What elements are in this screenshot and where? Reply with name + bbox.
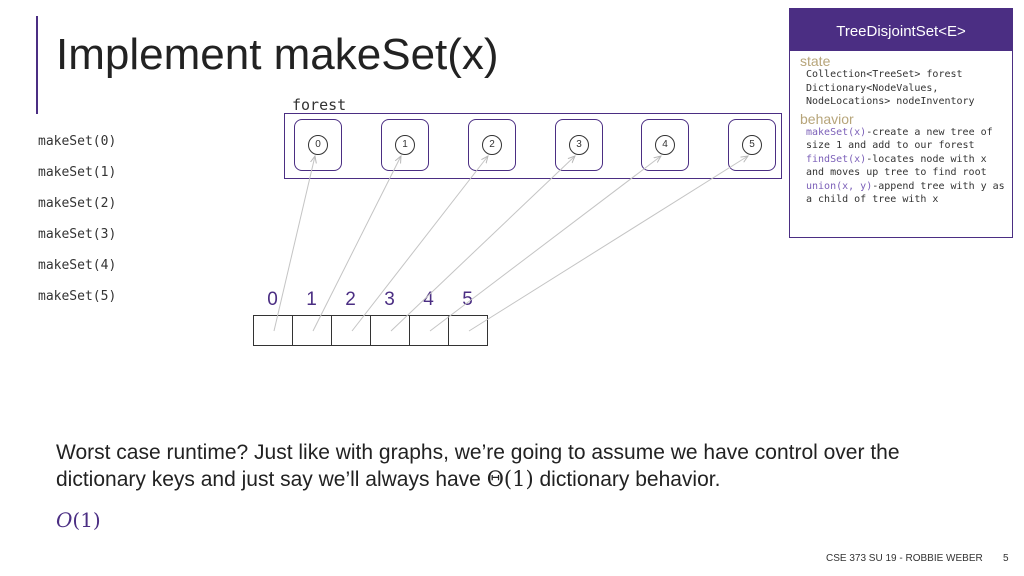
- makeset-call: makeSet(2): [38, 196, 117, 211]
- forest-container: [284, 113, 782, 179]
- page-number: 5: [1003, 553, 1009, 564]
- slide-footer: CSE 373 SU 19 - ROBBIE WEBER: [826, 553, 983, 564]
- pointer-arrow: [390, 156, 575, 332]
- adt-panel-header: TreeDisjointSet<E>: [790, 9, 1012, 51]
- makeset-call: makeSet(3): [38, 227, 117, 242]
- tree-box: 1: [381, 119, 429, 171]
- state-field: Collection<TreeSet> forest: [806, 69, 963, 80]
- behavior-item: findSet(x)-locates node with x and moves…: [806, 153, 1008, 180]
- title-accent-bar: [36, 16, 38, 114]
- array-index: 4: [423, 289, 434, 310]
- forest-label: forest: [292, 96, 347, 114]
- method-name: findSet(x): [806, 153, 867, 165]
- tree-box: 3: [555, 119, 603, 171]
- makeset-call: makeSet(1): [38, 165, 117, 180]
- state-heading: state: [800, 53, 831, 69]
- adt-panel: TreeDisjointSet<E> state Collection<Tree…: [789, 8, 1013, 238]
- method-name: makeSet(x): [806, 126, 867, 138]
- method-description: -append tree with y as a child of tree w…: [806, 180, 1005, 206]
- array-index: 0: [267, 289, 278, 310]
- tree-node: 4: [655, 135, 675, 155]
- makeset-call: makeSet(4): [38, 258, 117, 273]
- pointer-arrow: [429, 156, 661, 332]
- tree-node: 1: [395, 135, 415, 155]
- state-field: Dictionary<NodeValues,: [806, 82, 939, 94]
- tree-box: 4: [641, 119, 689, 171]
- pointer-arrow: [468, 156, 748, 332]
- behavior-item: union(x, y)-append tree with y as a chil…: [806, 180, 1008, 207]
- makeset-call: makeSet(5): [38, 289, 117, 304]
- question-line: Worst case runtime? Just like with graph…: [56, 441, 900, 464]
- big-o-argument: (1): [72, 508, 101, 532]
- tree-box: 0: [294, 119, 342, 171]
- slide-title: Implement makeSet(x): [56, 30, 499, 79]
- array-index: 5: [462, 289, 473, 310]
- question-text: dictionary behavior.: [533, 468, 721, 491]
- runtime-answer: O(1): [56, 508, 101, 532]
- state-field: NodeLocations> nodeInventory: [806, 96, 975, 107]
- array-cell: [448, 315, 488, 346]
- tree-box: 2: [468, 119, 516, 171]
- tree-box: 5: [728, 119, 776, 171]
- question-line: dictionary keys and just say we’ll alway…: [56, 466, 986, 493]
- behavior-heading: behavior: [800, 110, 854, 127]
- array-index: 1: [306, 289, 317, 310]
- method-description: -create a new tree of size 1 and add to …: [806, 126, 993, 152]
- array-index: 2: [345, 289, 356, 310]
- makeset-call: makeSet(0): [38, 134, 117, 149]
- method-description: -locates node with x and moves up tree t…: [806, 153, 987, 179]
- pointer-arrow: [312, 156, 401, 332]
- pointer-arrow: [273, 156, 315, 332]
- big-o-symbol: O: [56, 508, 73, 532]
- theta-notation: Θ(1): [486, 467, 534, 491]
- behavior-item: makeSet(x)-create a new tree of size 1 a…: [806, 126, 1008, 153]
- method-name: union(x, y): [806, 180, 873, 192]
- runtime-question: Worst case runtime? Just like with graph…: [56, 440, 986, 493]
- tree-node: 5: [742, 135, 762, 155]
- tree-node: 0: [308, 135, 328, 155]
- pointer-arrow: [351, 156, 488, 332]
- question-text: dictionary keys and just say we’ll alway…: [56, 468, 487, 491]
- tree-node: 3: [569, 135, 589, 155]
- tree-node: 2: [482, 135, 502, 155]
- array-index: 3: [384, 289, 395, 310]
- makeset-call-list: makeSet(0) makeSet(1) makeSet(2) makeSet…: [38, 134, 116, 320]
